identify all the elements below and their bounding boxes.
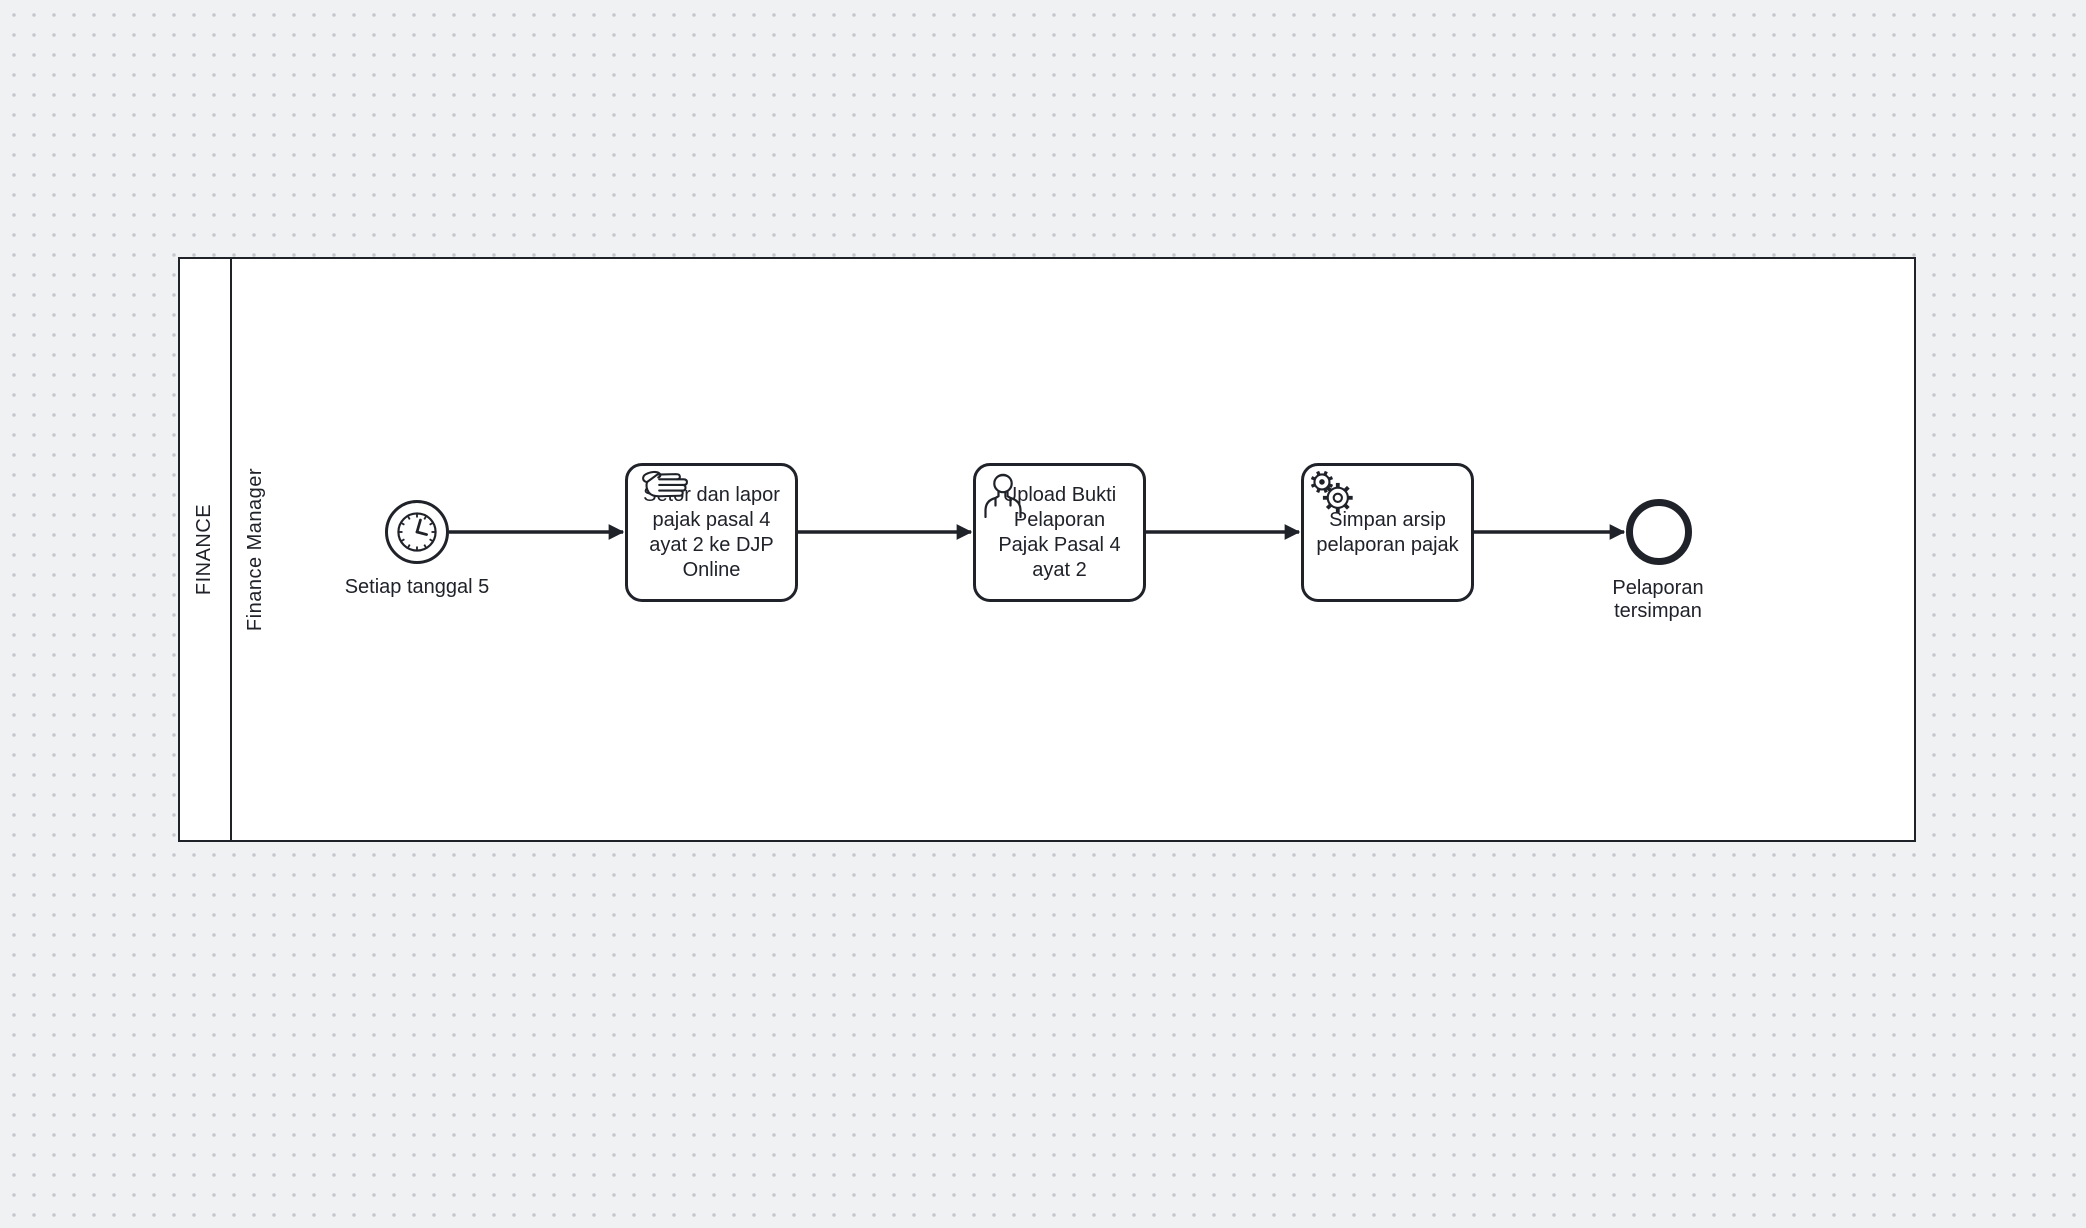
- lane-label-band[interactable]: Finance Manager: [232, 259, 280, 840]
- task-label: Setor dan lapor pajak pasal 4 ayat 2 ke …: [643, 483, 780, 581]
- start-event-label: Setiap tanggal 5: [344, 576, 490, 598]
- task-setor-dan-lapor-pajak[interactable]: Setor dan lapor pajak pasal 4 ayat 2 ke …: [625, 463, 798, 602]
- clock-icon: [397, 512, 437, 552]
- end-event[interactable]: [1626, 499, 1692, 565]
- pool-label-band[interactable]: FINANCE: [180, 259, 232, 840]
- lane-label: Finance Manager: [244, 467, 267, 632]
- end-event-label: Pelaporan tersimpan: [1612, 577, 1704, 622]
- task-upload-bukti-pelaporan[interactable]: Upload Bukti Pelaporan Pajak Pasal 4 aya…: [973, 463, 1146, 602]
- timer-start-event[interactable]: [385, 500, 449, 564]
- pool-label: FINANCE: [193, 503, 216, 596]
- task-label: Upload Bukti Pelaporan Pajak Pasal 4 aya…: [998, 483, 1121, 581]
- task-simpan-arsip-pelaporan[interactable]: Simpan arsip pelaporan pajak: [1301, 463, 1474, 602]
- task-label: Simpan arsip pelaporan pajak: [1316, 508, 1459, 556]
